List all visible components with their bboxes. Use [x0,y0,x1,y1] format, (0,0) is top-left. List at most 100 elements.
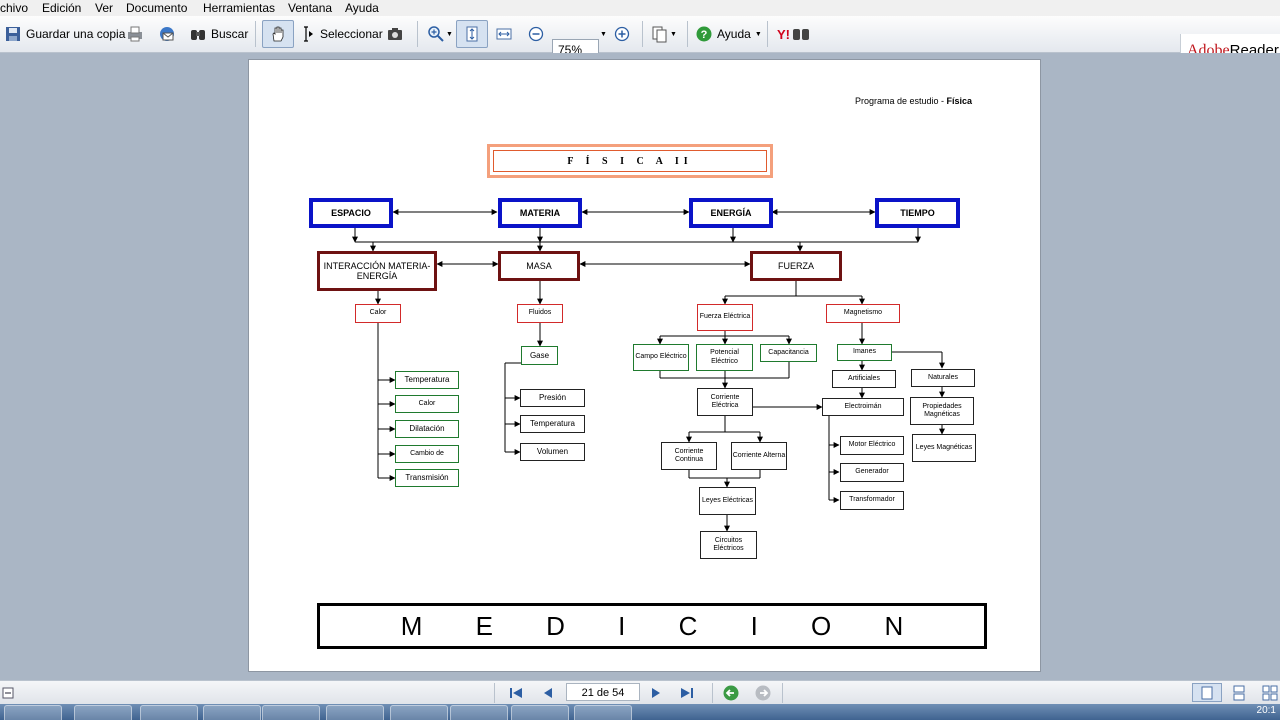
menu-view[interactable]: Ver [95,1,114,15]
node-motor-electrico: Motor Eléctrico [840,436,904,455]
node-corriente-alterna: Corriente Alterna [731,442,787,470]
chevron-down-icon: ▼ [446,30,453,38]
page-display-button[interactable]: ▼ [651,16,677,52]
taskbar-app-1[interactable] [4,705,62,720]
node-fuerza: FUERZA [750,251,842,281]
next-page-icon[interactable] [648,685,664,701]
minus-circle-icon [528,26,544,42]
node-electroiman: Electroimán [822,398,904,416]
first-page-icon[interactable] [508,685,524,701]
binoculars-icon [191,30,205,40]
snapshot-button[interactable] [386,16,404,52]
node-campo-electrico: Campo Eléctrico [633,344,689,371]
node-energia: ENERGÍA [689,198,773,228]
chevron-down-icon: ▼ [600,30,607,38]
zoom-in-button[interactable] [613,16,631,52]
single-page-icon [1201,686,1213,700]
email-button[interactable] [158,16,176,52]
single-page-view-button[interactable] [1192,683,1222,702]
select-label: Seleccionar [320,27,383,41]
menu-tools[interactable]: Herramientas [203,1,276,15]
node-leyes-electricas: Leyes Eléctricas [699,487,756,515]
map-title: F Í S I C A II [493,150,767,172]
printer-icon [128,26,142,42]
select-tool-button[interactable]: Seleccionar [298,16,383,52]
zoom-dropdown[interactable]: ▼ [600,16,607,52]
previous-page-icon[interactable] [540,685,556,701]
node-artificiales: Artificiales [832,370,896,388]
menu-file[interactable]: chivo [0,1,29,15]
search-label: Buscar [211,27,249,41]
save-copy-label: Guardar una copia [26,27,126,41]
node-espacio: ESPACIO [309,198,393,228]
help-icon: ? [696,26,712,42]
email-globe-icon [160,27,174,41]
taskbar-skype[interactable] [450,705,508,720]
node-corriente-continua: Corriente Continua [661,442,717,470]
taskbar-firefox[interactable] [262,705,320,720]
node-capacitancia: Capacitancia [760,344,817,362]
os-taskbar [0,704,1280,720]
node-cambio-de: Cambio de [395,445,459,463]
header-program-label: Programa de estudio - [855,96,947,106]
taskbar-app-7[interactable] [390,705,448,720]
zoom-in-tool-button[interactable]: ▼ [427,16,453,52]
save-copy-button[interactable]: Guardar una copia [4,16,125,52]
node-calor: Calor [355,304,401,323]
taskbar-powerpoint[interactable] [511,705,569,720]
hand-tool-button[interactable] [262,20,294,48]
back-view-icon[interactable] [722,684,740,702]
node-masa: MASA [498,251,580,281]
taskbar-app-10[interactable] [574,705,632,720]
taskbar-adobe-reader[interactable] [203,705,261,720]
menu-edit[interactable]: Edición [42,1,82,15]
facing-view-icon[interactable] [1262,685,1278,701]
yahoo-binoculars-icon: Y! [777,27,809,42]
node-gase: Gase [521,346,558,365]
print-button[interactable] [126,16,144,52]
node-dilatacion: Dilatación [395,420,459,438]
page-number-input[interactable]: 21 de 54 [566,683,640,701]
menu-document[interactable]: Documento [126,1,188,15]
help-label: Ayuda [717,27,751,41]
taskbar-explorer[interactable] [140,705,198,720]
node-imanes: Imanes [837,344,892,361]
node-potencial-electrico: Potencial Eléctrico [696,344,753,371]
fit-page-button[interactable] [456,20,488,48]
taskbar-youtube[interactable] [74,705,132,720]
yahoo-toolbar-button[interactable]: Y! [777,16,811,52]
node-corriente-electrica: Corriente Eléctrica [697,388,753,416]
node-naturales: Naturales [911,369,975,387]
continuous-view-icon[interactable] [1231,685,1247,701]
node-circuitos-electricos: Circuitos Eléctricos [700,531,757,559]
svg-text:?: ? [701,29,708,41]
camera-icon [388,28,402,40]
medicion-banner: M E D I C I O N [317,603,987,649]
node-leyes-magneticas: Leyes Magnéticas [912,434,976,462]
header-subject: Física [946,96,973,106]
text-cursor-icon [304,26,313,42]
last-page-icon[interactable] [679,685,695,701]
node-fluidos: Fluidos [517,304,563,323]
help-button[interactable]: ? Ayuda ▼ [695,16,762,52]
taskbar-app-6[interactable] [326,705,384,720]
node-volumen: Volumen [520,443,585,461]
menu-bar: chivo Edición Ver Documento Herramientas… [0,0,1280,16]
floppy-disk-icon [6,27,20,41]
pdf-page: Programa de estudio - Física F Í S I C A… [248,59,1041,672]
menu-window[interactable]: Ventana [288,1,333,15]
node-transformador: Transformador [840,491,904,510]
chevron-down-icon: ▼ [754,30,762,38]
node-magnetismo: Magnetismo [826,304,900,323]
forward-view-icon[interactable] [754,684,772,702]
fit-width-button[interactable] [495,16,513,52]
menu-help[interactable]: Ayuda [345,1,379,15]
map-title-frame: F Í S I C A II [487,144,773,178]
minimize-panel-icon[interactable] [2,687,14,699]
magnifier-plus-icon [428,26,444,42]
hand-icon [272,26,284,42]
search-button[interactable]: Buscar [189,16,248,52]
node-temperatura-gas: Temperatura [520,415,585,433]
node-transmision: Transmisión [395,469,459,487]
zoom-out-button[interactable] [527,16,545,52]
